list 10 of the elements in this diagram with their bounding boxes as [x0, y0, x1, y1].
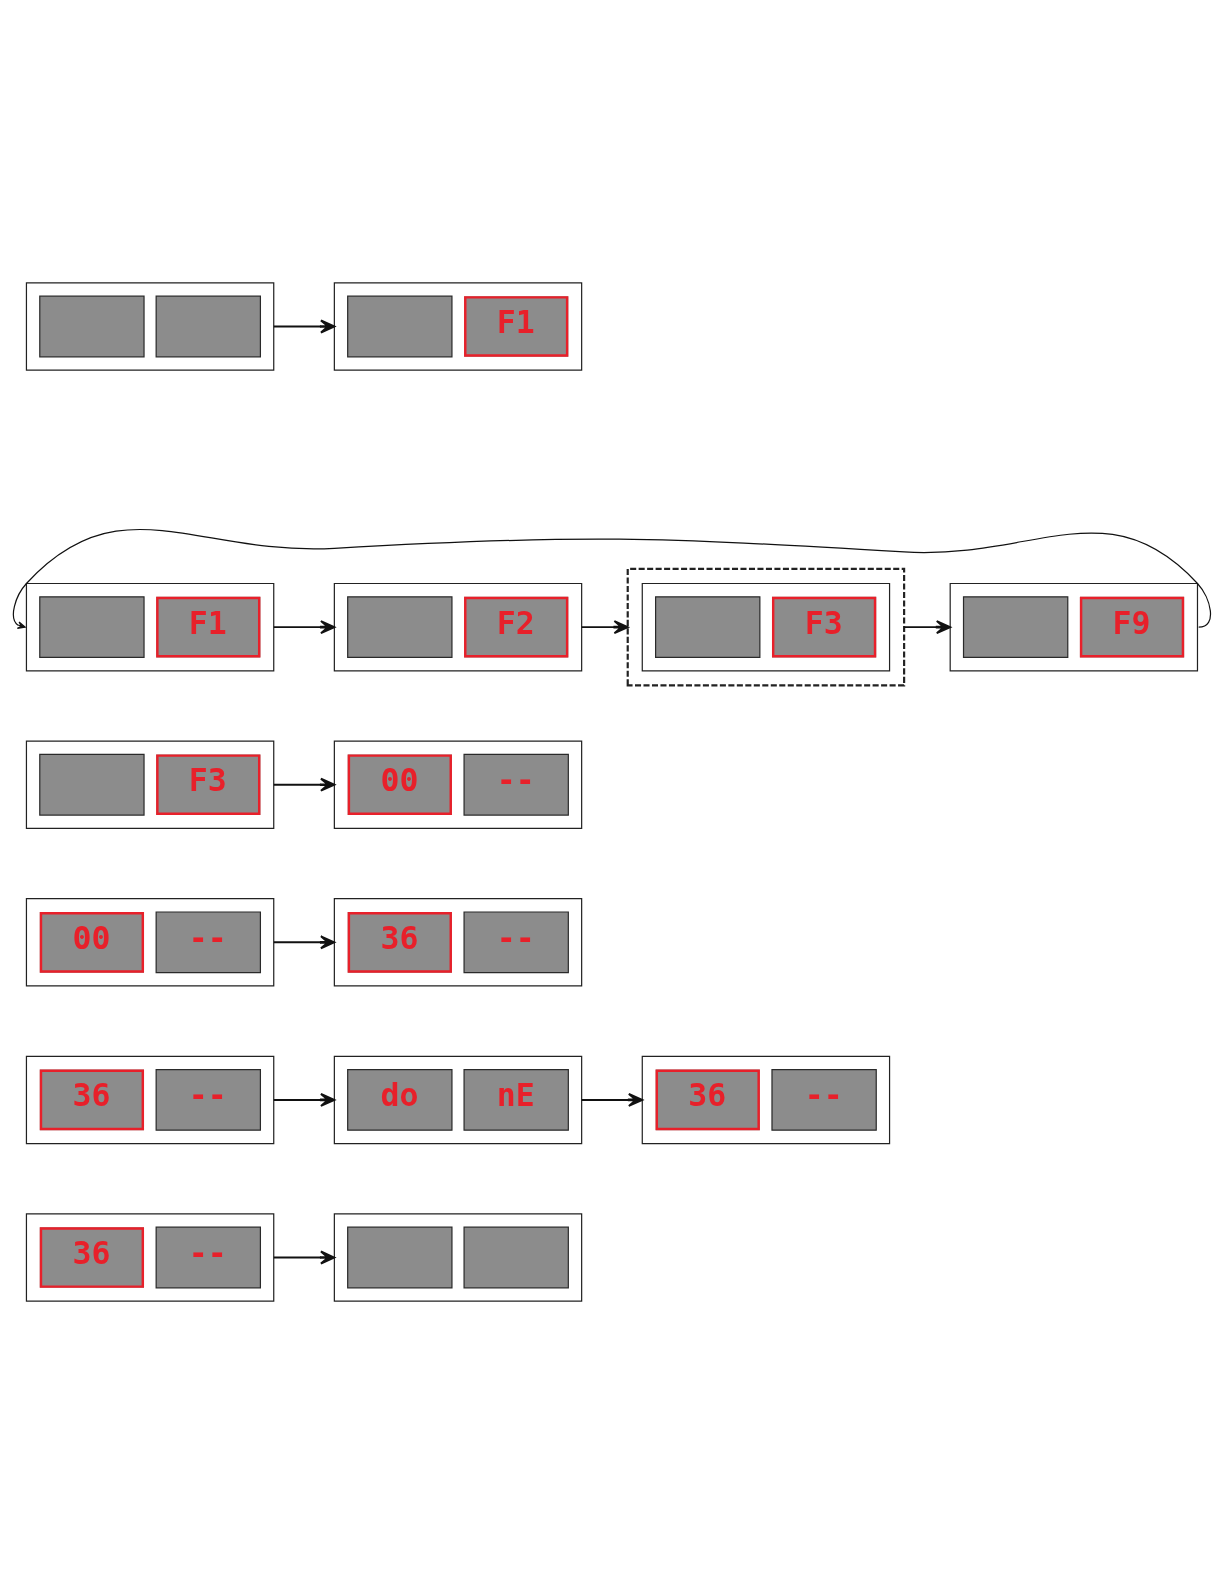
arrow [12, 528, 1212, 629]
arrow [272, 620, 336, 635]
arrow [272, 777, 336, 792]
arrow [903, 620, 952, 635]
arrow [272, 319, 336, 334]
arrow [580, 1092, 644, 1107]
arrow [272, 1250, 336, 1265]
arrow [272, 1092, 336, 1107]
arrow [580, 620, 629, 635]
arrow [272, 935, 336, 950]
